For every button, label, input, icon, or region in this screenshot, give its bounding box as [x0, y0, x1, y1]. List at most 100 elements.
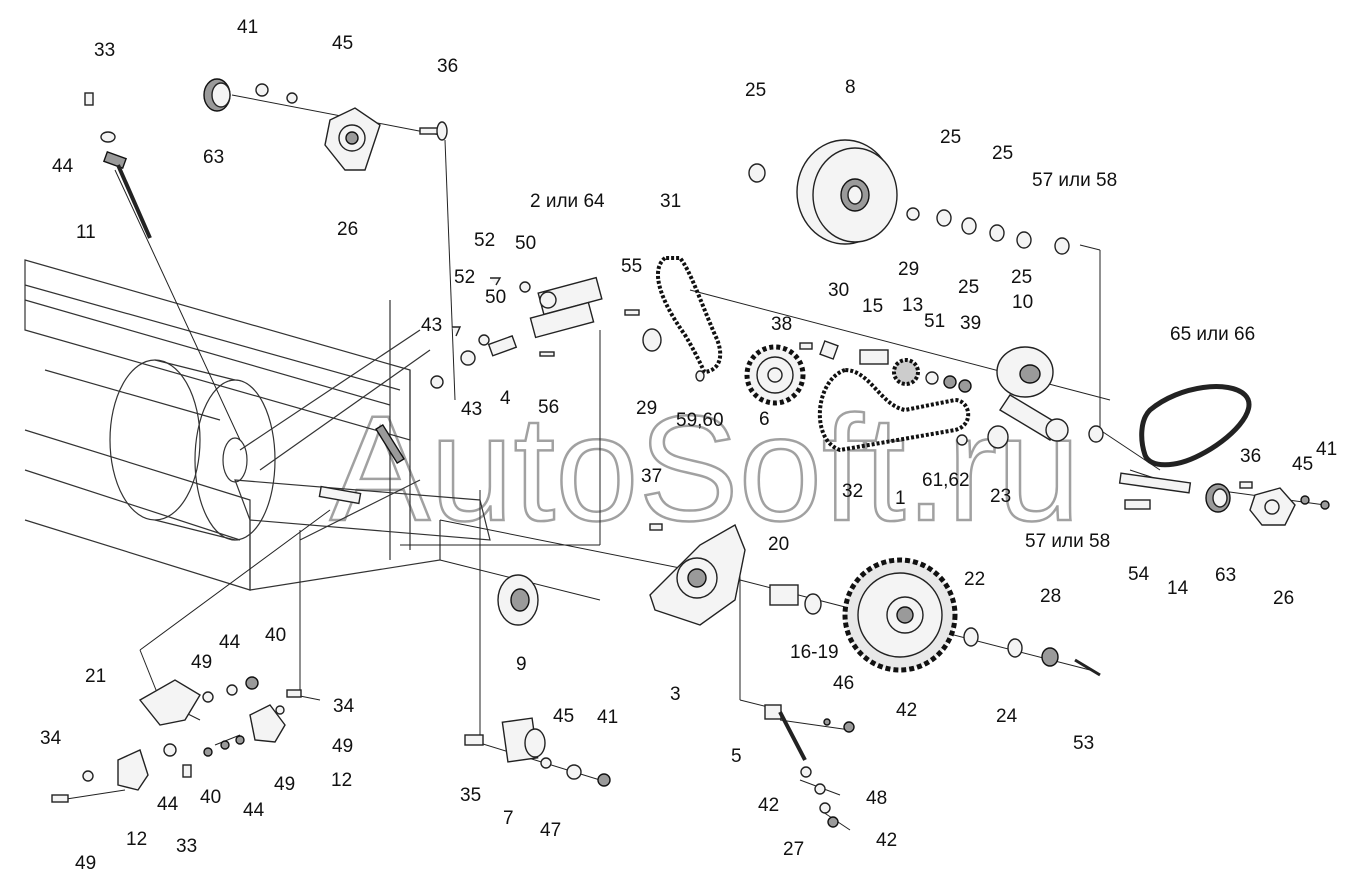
label-50-b: 50 [485, 287, 506, 308]
label-44-top: 44 [52, 156, 74, 177]
label-25-d: 25 [958, 277, 979, 298]
washer-44-b [226, 684, 238, 696]
label-22: 22 [964, 569, 985, 590]
label-57-58-top: 57 или 58 [1032, 170, 1117, 191]
label-23: 23 [990, 486, 1011, 507]
bolt-37 [649, 523, 663, 531]
label-34-right: 34 [333, 696, 355, 717]
label-35: 35 [460, 785, 481, 806]
label-30: 30 [828, 280, 849, 301]
ring-29-mid [642, 328, 662, 352]
bolt-36-top [419, 121, 448, 141]
label-28: 28 [1040, 586, 1061, 607]
watermark-text: AutoSoft.ru [330, 384, 1080, 552]
idler-7 [501, 717, 546, 763]
label-38: 38 [771, 314, 792, 335]
pin-52-b [452, 326, 462, 337]
label-45-bottom: 45 [553, 706, 574, 727]
bracket-4 [430, 335, 518, 389]
ring-16-19 [804, 593, 822, 615]
washer-45-bottom [566, 764, 582, 780]
label-43-b: 43 [461, 399, 482, 420]
lever-5 [764, 704, 807, 761]
bushing-20 [769, 584, 799, 606]
washer-49-d [82, 770, 94, 782]
nut-40-b [203, 747, 213, 757]
washer-45-right [1300, 495, 1310, 505]
bolt-34-left [51, 794, 69, 803]
washer-47 [540, 757, 552, 769]
washer-44-top [100, 131, 116, 143]
label-14: 14 [1167, 578, 1189, 599]
label-34-left: 34 [40, 728, 62, 749]
washer-45-top [286, 92, 298, 104]
label-47: 47 [540, 820, 561, 841]
label-44-c: 44 [243, 800, 265, 821]
label-2-64: 2 или 64 [530, 191, 605, 212]
rod-11 [102, 150, 152, 239]
label-42-a: 42 [896, 700, 917, 721]
label-37: 37 [641, 466, 662, 487]
bolt-36-right [1239, 481, 1253, 489]
bolt-35 [464, 734, 484, 746]
nut-41-top [255, 83, 269, 97]
nut-40-a [245, 676, 259, 690]
flange-26-right [1249, 487, 1296, 526]
label-6: 6 [759, 409, 770, 430]
nut-41-right [1320, 500, 1330, 510]
bearing-28 [1041, 647, 1059, 667]
bushing-15 [859, 349, 889, 365]
plate-30 [819, 340, 839, 360]
label-41-right: 41 [1316, 439, 1337, 460]
belt-65-66 [1139, 384, 1252, 468]
label-45-right: 45 [1292, 454, 1313, 475]
bolt-38 [799, 342, 813, 350]
label-33-top: 33 [94, 40, 115, 61]
part-labels: 33 44 11 41 45 36 63 26 52 50 52 50 43 4… [40, 17, 1337, 874]
label-40-a: 40 [265, 625, 286, 646]
label-5: 5 [731, 746, 742, 767]
bolt-33-top [84, 92, 94, 106]
key-54 [1124, 499, 1151, 510]
label-26-top: 26 [337, 219, 358, 240]
label-9: 9 [516, 654, 527, 675]
label-50-a: 50 [515, 233, 536, 254]
label-29-mid: 29 [636, 398, 657, 419]
washer-50-a [519, 281, 531, 293]
ring-29-top [906, 207, 920, 221]
pulley-8 [796, 139, 898, 245]
label-49-c: 49 [274, 774, 295, 795]
label-25-e: 25 [1011, 267, 1032, 288]
ring-25-d [989, 224, 1005, 242]
ring-22 [963, 627, 979, 647]
label-8: 8 [845, 77, 856, 98]
ring-24 [1007, 638, 1023, 658]
label-49-d: 49 [75, 853, 96, 874]
bolt-34-right [286, 689, 302, 698]
bracket-12-left [117, 749, 149, 791]
bracket-12-right [249, 704, 286, 743]
washer-49-c [235, 735, 245, 745]
actuator-2-64 [529, 276, 603, 339]
nut-39-b [958, 379, 972, 393]
label-41-top: 41 [237, 17, 258, 38]
label-36-top: 36 [437, 56, 458, 77]
washer-44-c [220, 740, 230, 750]
washer-44-d [163, 743, 177, 757]
label-26-right: 26 [1273, 588, 1294, 609]
label-53: 53 [1073, 733, 1094, 754]
pin-55 [624, 309, 640, 316]
sprocket-1 [842, 557, 958, 673]
label-1: 1 [895, 488, 906, 509]
header-frame [24, 259, 491, 591]
label-40-b: 40 [200, 787, 221, 808]
nut-42-a [843, 721, 855, 733]
chain-32 [818, 367, 971, 453]
washer-50-b [478, 334, 490, 346]
label-54: 54 [1128, 564, 1150, 585]
link-59-60 [695, 370, 705, 382]
label-55: 55 [621, 256, 642, 277]
label-43-a: 43 [421, 315, 442, 336]
label-33-bottom: 33 [176, 836, 197, 857]
